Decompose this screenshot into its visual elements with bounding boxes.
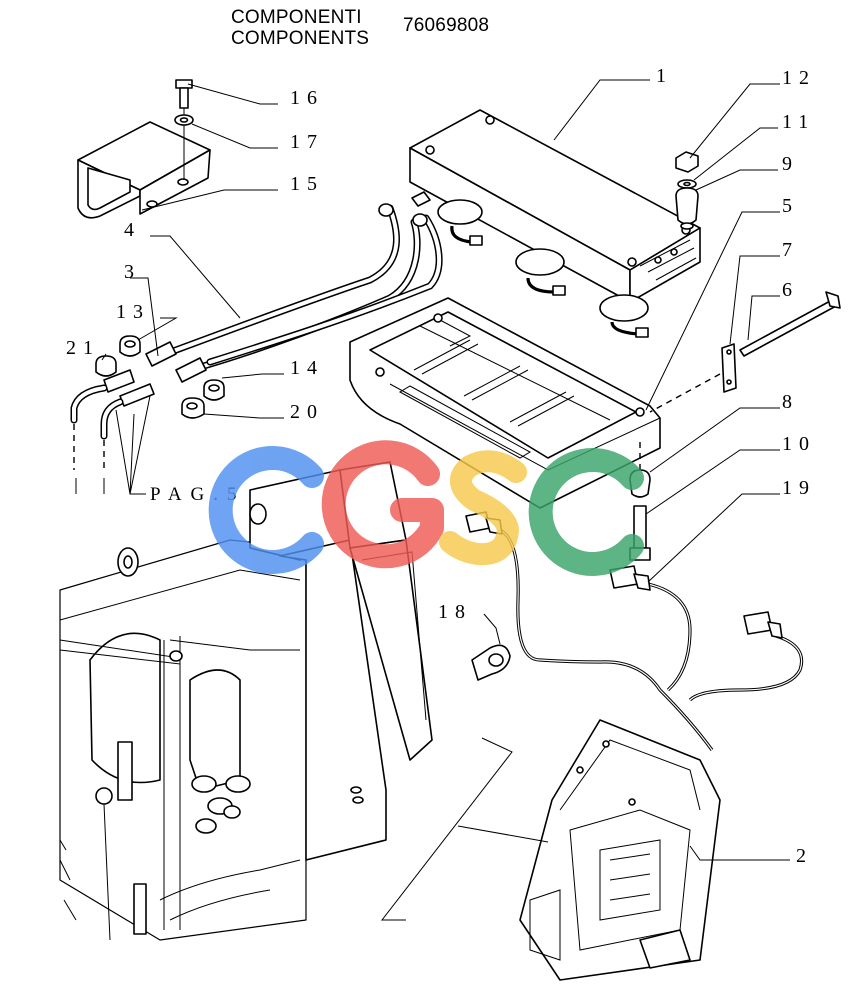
callout-7: 7: [782, 239, 799, 261]
header-title-it: COMPONENTI: [231, 7, 362, 28]
callout-13: 13: [116, 301, 150, 323]
callout-3: 3: [124, 261, 141, 283]
cab-structure: [59, 461, 433, 941]
watermark-c2: [528, 448, 644, 576]
callout-1: 1: [656, 65, 673, 87]
callout-10: 10: [782, 433, 816, 455]
callout-14: 14: [290, 357, 324, 379]
header-title-en: COMPONENTS: [231, 28, 370, 49]
cgsc-watermark-logo: [208, 440, 644, 576]
callout-9: 9: [782, 153, 799, 175]
callout-15: 15: [290, 173, 324, 195]
machine-overview: [519, 719, 721, 981]
callout-17: 17: [290, 131, 324, 153]
callout-16: 16: [290, 87, 324, 109]
callout-2: 2: [796, 845, 813, 867]
header-part-code: 76069808: [403, 15, 490, 36]
hose-adapters: [70, 335, 225, 494]
zoom-indicator: [380, 737, 549, 921]
watermark-s: [439, 450, 527, 566]
wiring-harness: [465, 511, 804, 751]
watermark-c1: [208, 446, 324, 574]
valve-block: [409, 109, 701, 338]
callout-18: 18: [438, 601, 472, 623]
callout-4: 4: [124, 219, 141, 241]
callout-20: 20: [290, 401, 324, 423]
callout-5: 5: [782, 195, 799, 217]
callout-11: 11: [782, 111, 815, 133]
callout-21: 21: [66, 337, 100, 359]
callout-labels: 1 2 3 4 5 6 7 8 9 10 11 12 13 14 15 16 1…: [66, 65, 816, 867]
callout-8: 8: [782, 391, 799, 413]
callout-6: 6: [782, 279, 799, 301]
frame-fasteners: [629, 291, 841, 561]
callout-12: 12: [782, 67, 816, 89]
callout-19: 19: [782, 477, 816, 499]
bracket-assembly: [77, 79, 211, 219]
watermark-g: [321, 440, 444, 569]
fastener-stack: [675, 151, 699, 230]
leader-lines: [101, 79, 790, 861]
hydraulic-hoses: [145, 191, 443, 383]
